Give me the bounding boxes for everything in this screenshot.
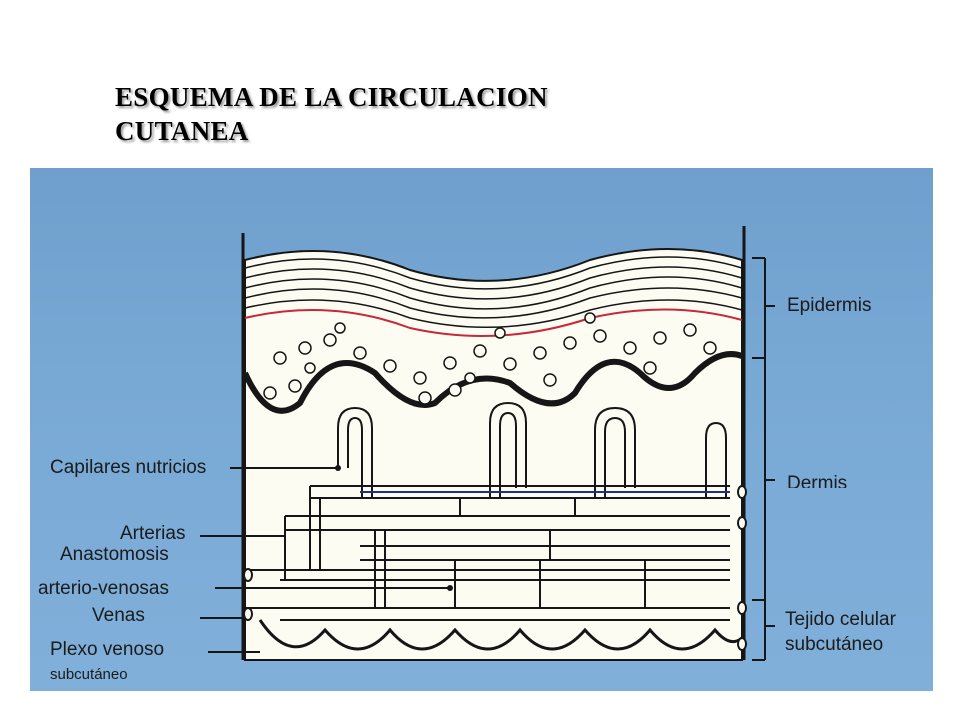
label-plexo-venoso: Plexo venoso — [50, 639, 165, 660]
label-leaders — [200, 467, 450, 653]
epidermal-cells — [263, 312, 717, 405]
title-line-2: CUTANEA — [115, 116, 249, 146]
label-capilares: Capilares nutricios — [50, 457, 207, 478]
anastomosis-marker — [447, 585, 453, 591]
title-line-1: ESQUEMA DE LA CIRCULACION — [115, 82, 548, 112]
capillary-loops — [337, 401, 727, 498]
subcutaneous-arches — [258, 619, 743, 651]
label-tejido-line2: subcutáneo — [785, 634, 884, 655]
dermal-papillae-boundary — [242, 351, 744, 414]
connecting-vessels — [284, 486, 646, 608]
vessel-openings — [243, 485, 747, 651]
label-venas: Venas — [92, 605, 145, 626]
epidermis-strata — [244, 256, 743, 329]
layer-bracket — [752, 257, 775, 661]
page-title: ESQUEMA DE LA CIRCULACION CUTANEA — [115, 80, 548, 148]
label-dermis: Dermis — [787, 474, 848, 488]
capillary-marker — [335, 465, 341, 471]
skin-circulation-diagram: Capilares nutricios Arterias Anastomosis… — [30, 168, 933, 691]
arterial-and-venous-plexus — [245, 485, 730, 621]
label-epidermis: Epidermis — [787, 295, 872, 316]
label-arterias: Arterias — [120, 523, 186, 544]
label-tejido-line1: Tejido celular — [785, 609, 896, 630]
label-plexo-subcutaneo: subcutáneo — [50, 666, 128, 683]
diagram-artwork — [200, 226, 775, 661]
label-anastomosis: Anastomosis — [60, 544, 169, 565]
label-arterio-venosas: arterio-venosas — [38, 578, 169, 599]
basement-layer — [244, 308, 743, 337]
tissue-block — [244, 248, 743, 661]
